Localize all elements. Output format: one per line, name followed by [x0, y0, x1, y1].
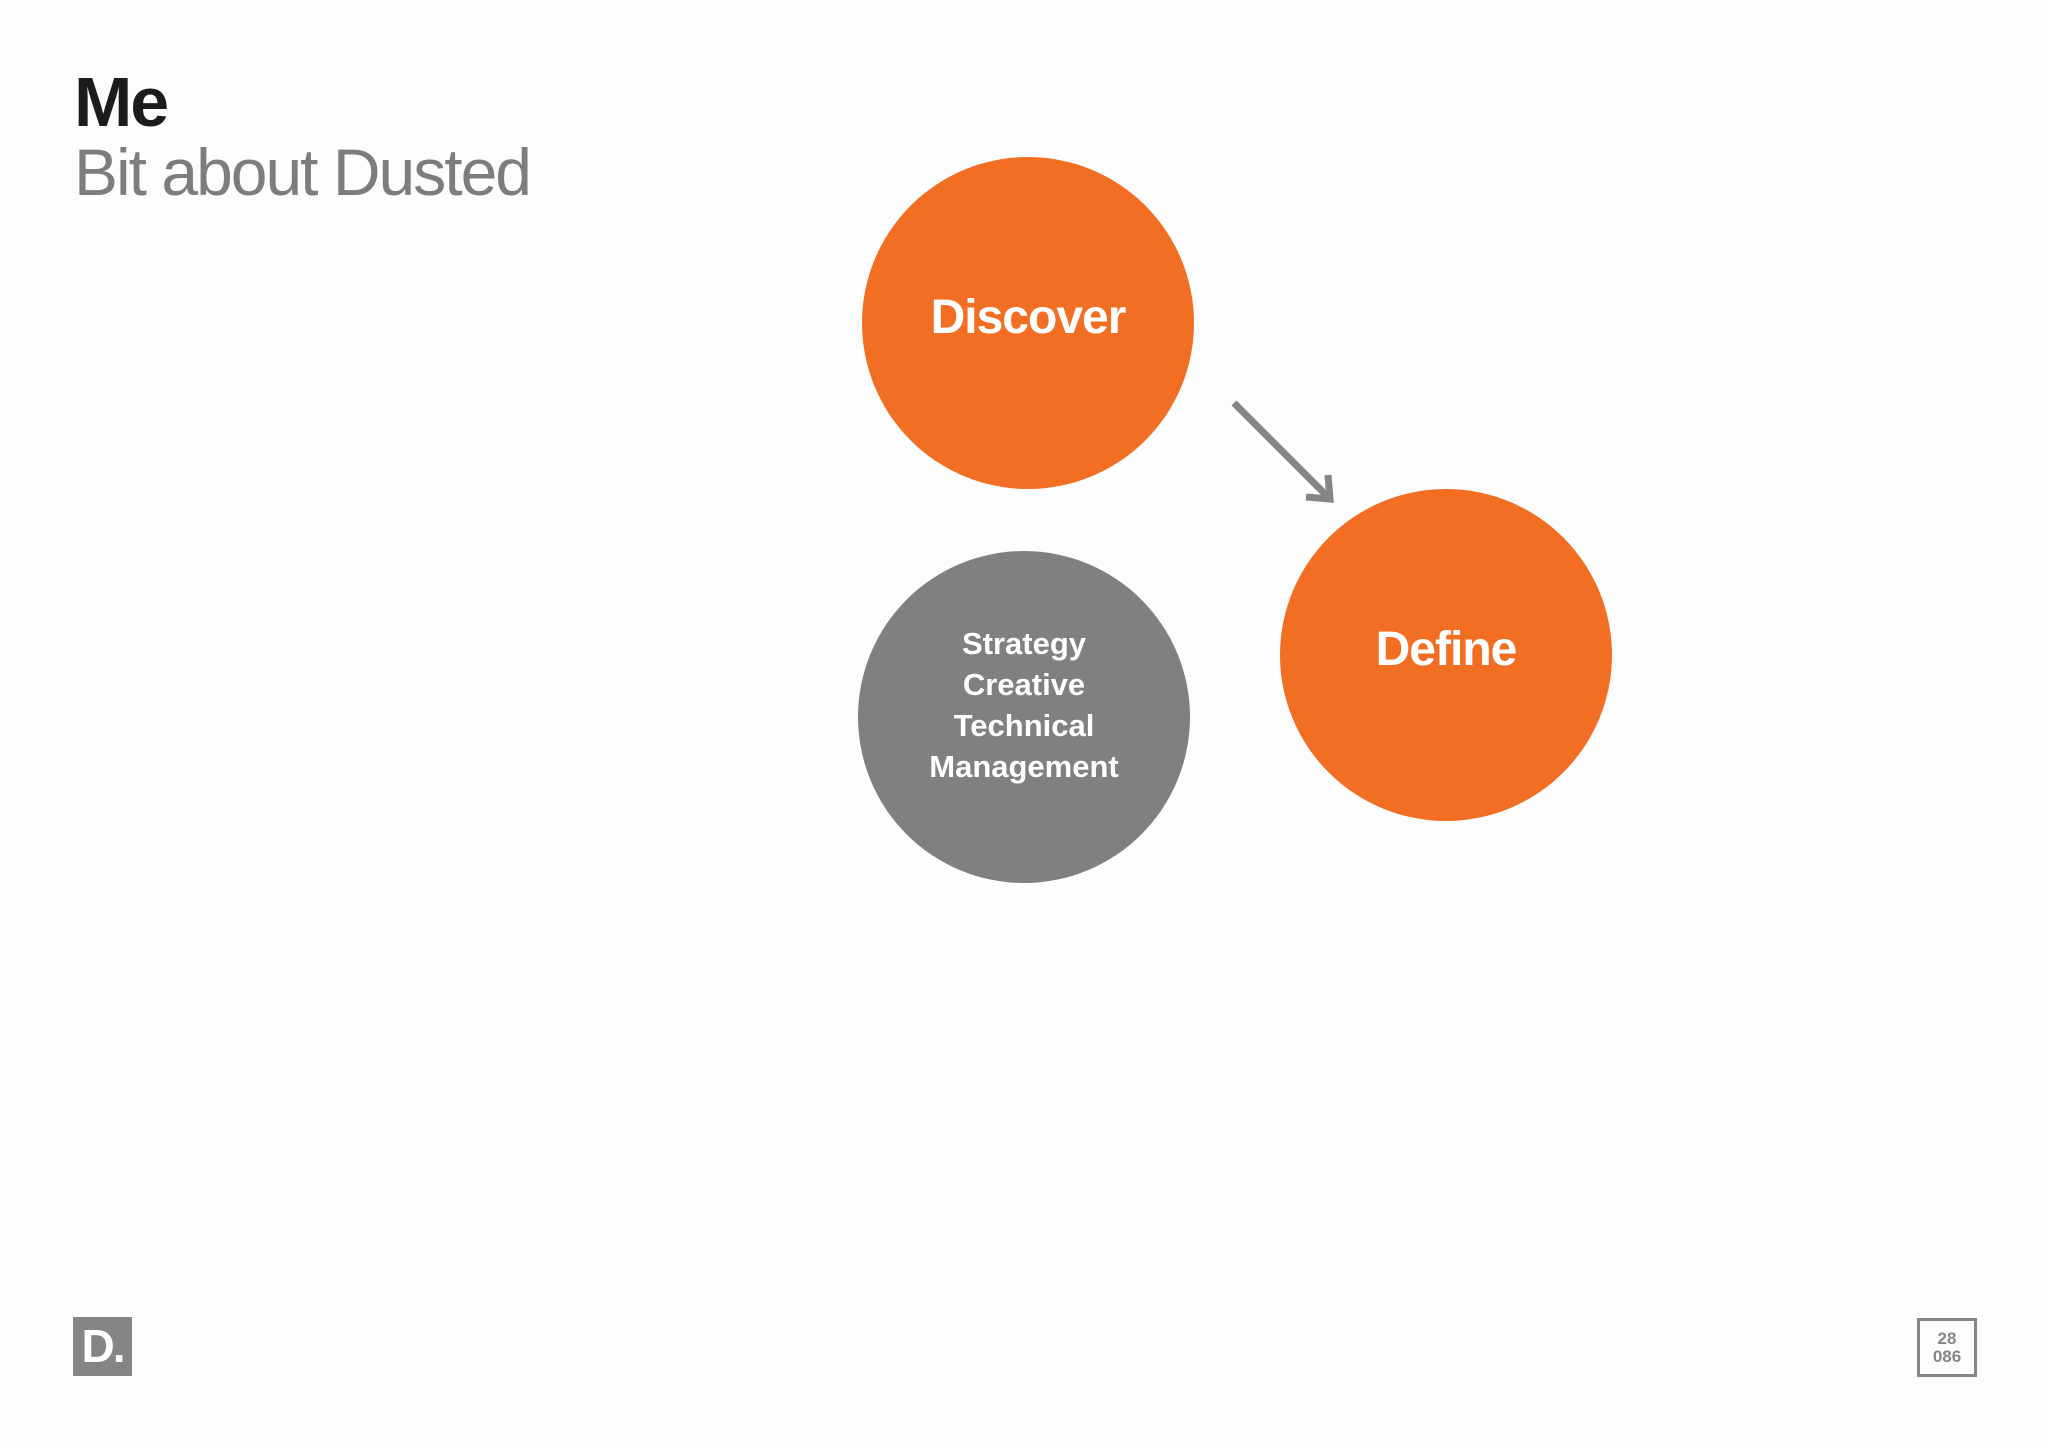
service-item-technical: Technical: [953, 708, 1095, 743]
discover-node: Discover: [862, 157, 1194, 489]
services-node: Strategy Creative Technical Management: [858, 551, 1190, 883]
slide-subtitle: Bit about Dusted: [74, 135, 532, 209]
define-node: Define: [1280, 489, 1612, 821]
dusted-logo: D.: [73, 1317, 132, 1376]
define-label: Define: [1375, 622, 1518, 676]
page-number-badge: 28 086: [1917, 1318, 1977, 1377]
service-item-strategy: Strategy: [961, 626, 1087, 661]
slide-title: Me: [74, 63, 169, 141]
services-list: Strategy Creative Technical Management: [929, 623, 1118, 787]
service-item-management: Management: [929, 749, 1119, 784]
page-current: 28: [1937, 1328, 1957, 1348]
service-item-creative: Creative: [962, 667, 1086, 702]
discover-label: Discover: [930, 290, 1127, 344]
page-total: 086: [1932, 1346, 1962, 1366]
arrow-icon: [1231, 400, 1334, 503]
